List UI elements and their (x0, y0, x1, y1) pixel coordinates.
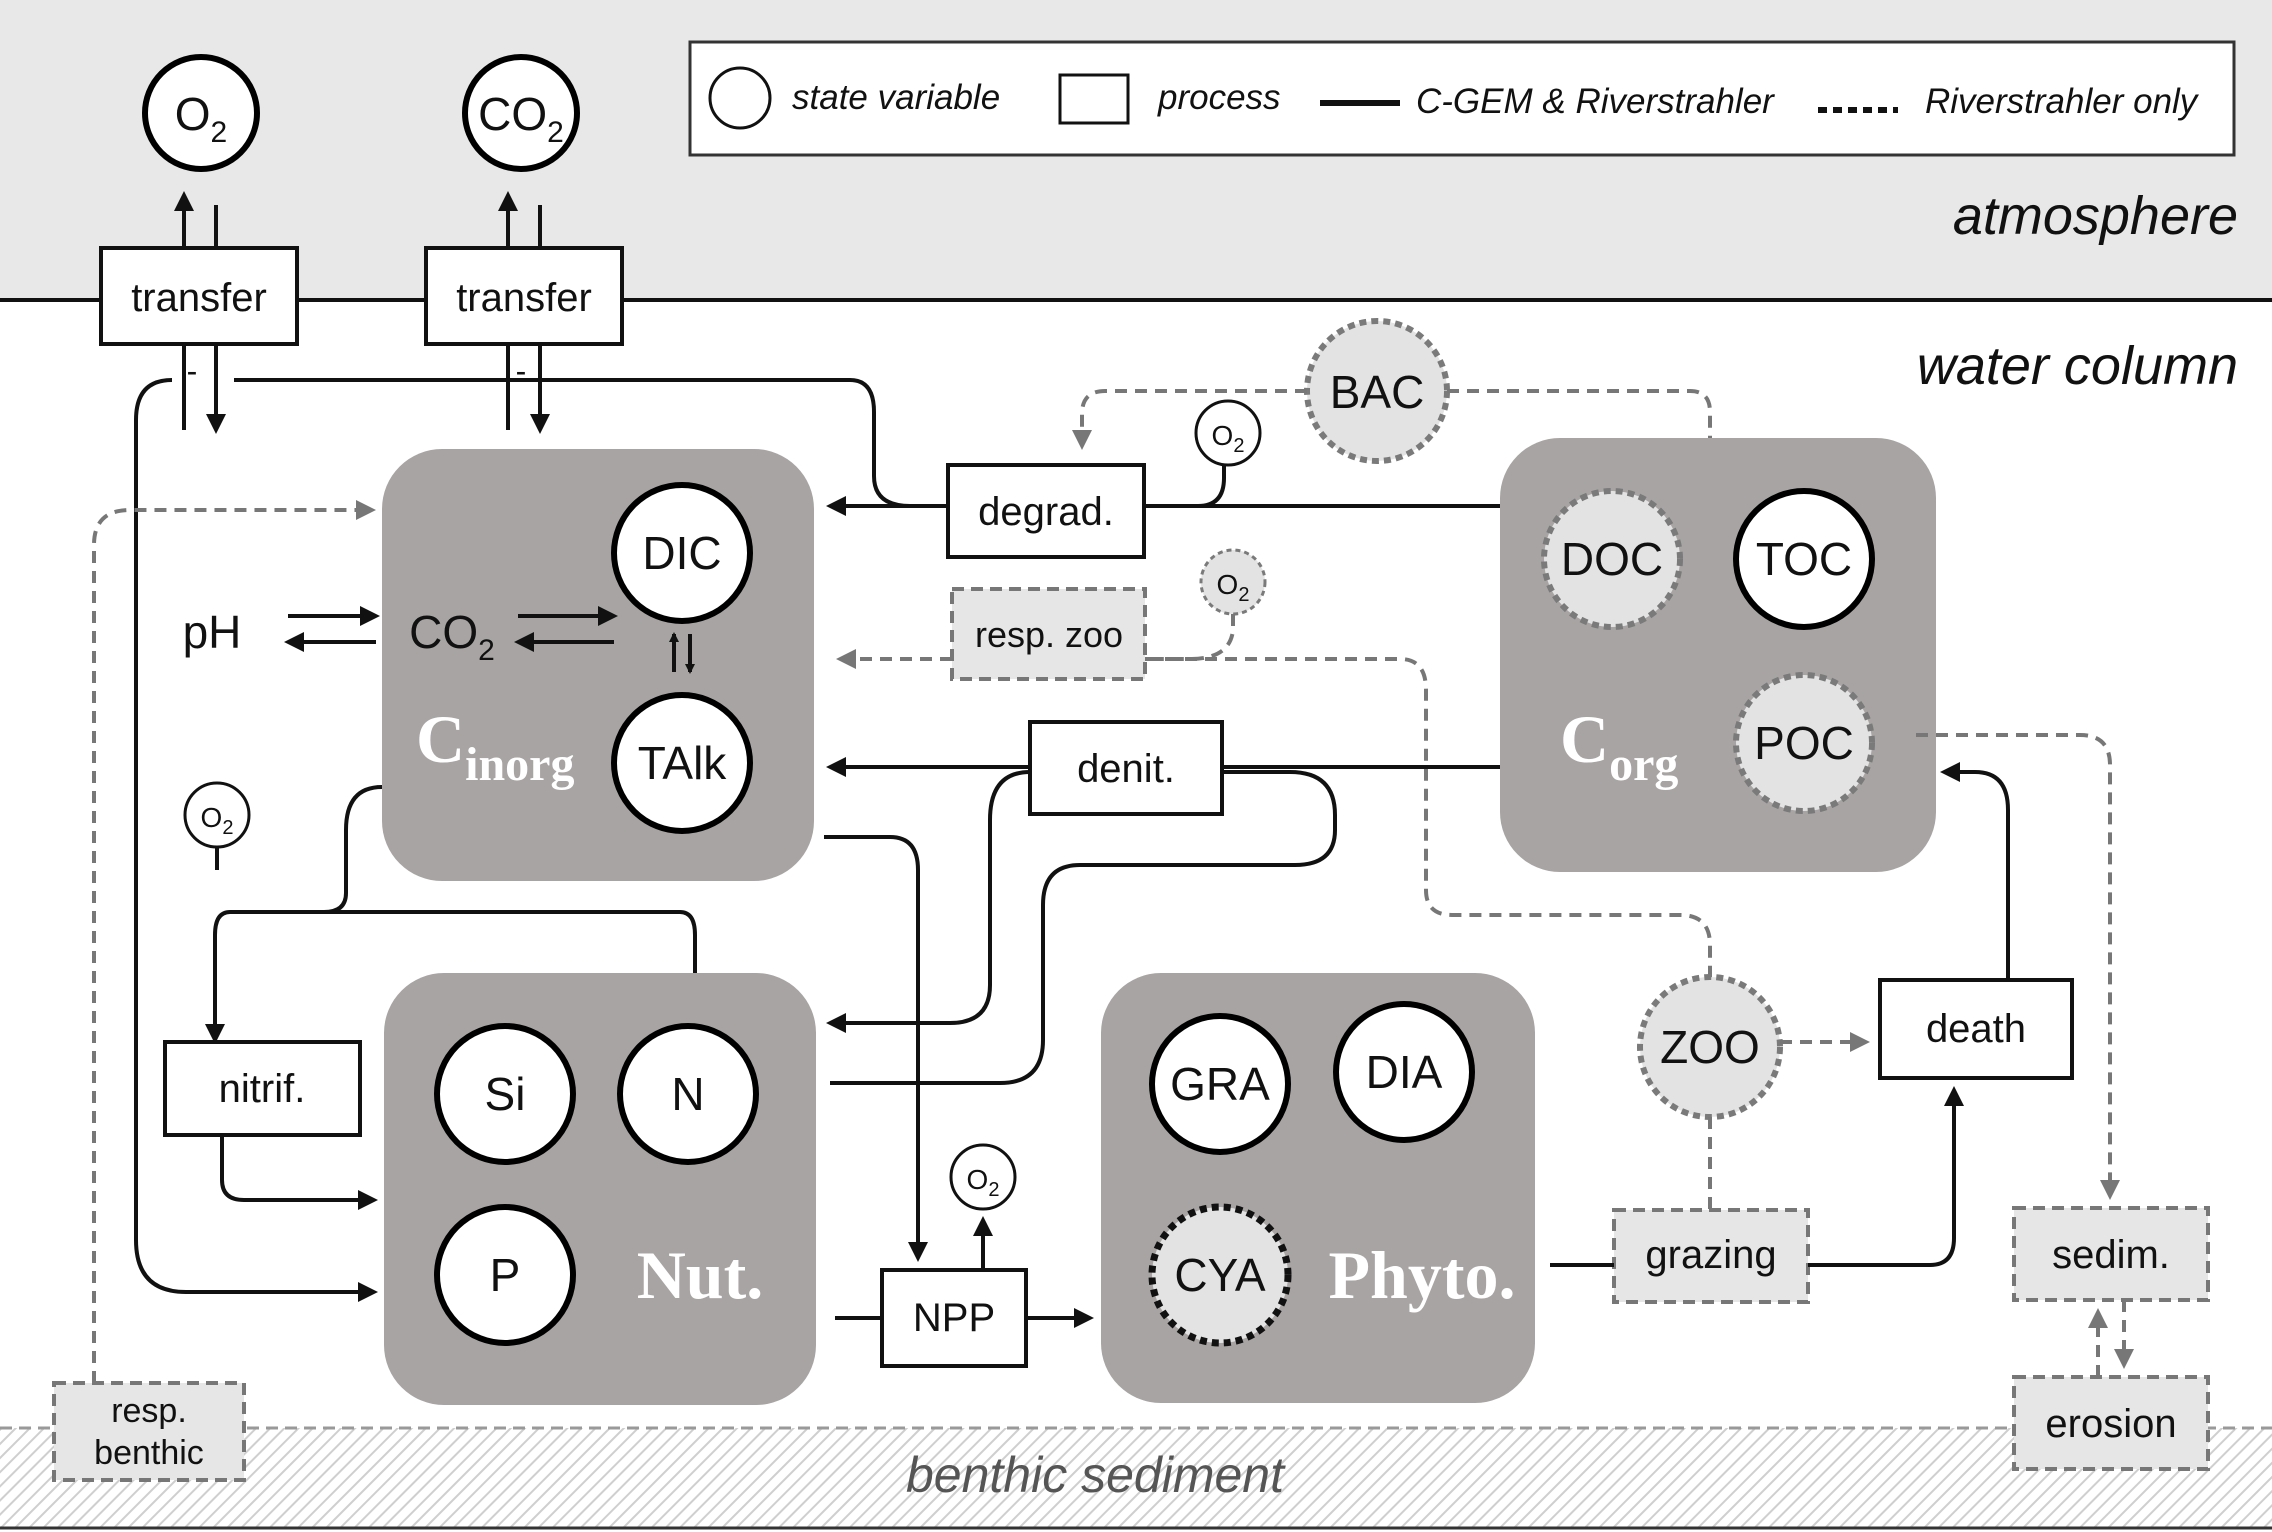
corg-group (1500, 438, 1936, 872)
grazing-process (1612, 1208, 1810, 1304)
phyto-group (1101, 973, 1535, 1403)
p-node (434, 1204, 576, 1346)
resp-benthic-process (52, 1381, 246, 1482)
co2-atmosphere-node (462, 54, 580, 172)
legend-circle-symbol (708, 66, 772, 130)
degrad-label: degrad. (978, 490, 1114, 534)
transfer-co2-label: transfer (456, 276, 592, 320)
nut-group (384, 973, 816, 1405)
legend-dashed-label: Riverstrahler only (1925, 82, 2200, 121)
n-node (617, 1023, 759, 1165)
degrad-process (946, 463, 1146, 559)
transfer-co2-process (424, 246, 624, 346)
legend-box-symbol (1058, 73, 1130, 125)
o2-atmosphere-node (142, 54, 260, 172)
cya-label: CYA (1174, 1249, 1265, 1301)
svg-text:O2: O2 (1212, 420, 1245, 457)
atmosphere-label: atmosphere (1953, 186, 2238, 246)
erosion-label: erosion (2045, 1402, 2176, 1446)
water-column-label: water column (1917, 336, 2238, 396)
talk-label: TAlk (638, 737, 728, 789)
erosion-process (2012, 1375, 2210, 1471)
npp-process (880, 1268, 1028, 1368)
transfer-co2-sign: - (516, 353, 527, 389)
bac-label: BAC (1330, 366, 1425, 418)
toc-node (1733, 488, 1875, 630)
sedim-process (2012, 1206, 2210, 1302)
o2-resp-zoo-marker (1199, 548, 1267, 616)
poc-label: POC (1754, 717, 1854, 769)
zoo-label: ZOO (1660, 1021, 1760, 1073)
gra-label: GRA (1170, 1058, 1270, 1110)
death-process (1878, 978, 2074, 1080)
ph-label: pH (183, 606, 242, 658)
death-label: death (1926, 1007, 2026, 1051)
doc-label: DOC (1561, 533, 1663, 585)
sedim-label: sedim. (2052, 1233, 2170, 1277)
benthic-sediment-label: benthic sediment (906, 1447, 1286, 1503)
toc-label: TOC (1756, 533, 1852, 585)
nut-group-label: Nut. (637, 1237, 764, 1313)
legend-process: process (1157, 78, 1281, 117)
doc-node (1541, 488, 1683, 630)
npp-label: NPP (913, 1296, 995, 1340)
transfer-o2-process (99, 246, 299, 346)
cinorg-group-label: Cinorg (416, 701, 574, 791)
o2-degrad-marker (1194, 399, 1262, 467)
resp-zoo-label: resp. zoo (975, 614, 1123, 655)
denit-process (1028, 720, 1224, 816)
resp-benthic-label-1: resp. (111, 1392, 187, 1430)
resp-benthic-label-2: benthic (94, 1434, 204, 1472)
legend-frame (688, 40, 2236, 157)
co2-atmosphere-label: CO2 (478, 88, 564, 149)
legend: state variable process C-GEM & Riverstra… (688, 40, 2236, 157)
svg-text:O2: O2 (1217, 569, 1250, 606)
p-label: P (490, 1249, 521, 1301)
dic-label: DIC (642, 527, 721, 579)
svg-text:O2: O2 (967, 1164, 1000, 1201)
dia-node (1333, 1001, 1475, 1143)
dia-label: DIA (1366, 1046, 1443, 1098)
si-node (434, 1023, 576, 1165)
cya-node (1148, 1203, 1292, 1347)
legend-state-variable: state variable (792, 78, 1000, 117)
o2-atmosphere-label: O2 (175, 88, 227, 149)
legend-solid-label: C-GEM & Riverstrahler (1416, 82, 1775, 121)
transfer-o2-sign: - (187, 353, 198, 389)
dic-node (611, 482, 753, 624)
nitrif-process (163, 1040, 362, 1137)
transfer-o2-label: transfer (131, 276, 267, 320)
nitrif-label: nitrif. (219, 1067, 306, 1111)
phyto-group-label: Phyto. (1329, 1237, 1516, 1313)
resp-zoo-process (950, 587, 1147, 681)
svg-text:O2: O2 (201, 802, 234, 839)
cinorg-group (382, 449, 814, 881)
co2-dissolved-label: CO2 (409, 606, 495, 667)
denit-label: denit. (1077, 747, 1175, 791)
corg-group-label: Corg (1560, 701, 1678, 791)
o2-npp-marker (949, 1143, 1017, 1211)
grazing-label: grazing (1645, 1233, 1776, 1277)
sediment-zone (0, 1428, 2272, 1528)
talk-node (611, 692, 753, 834)
si-label: Si (485, 1068, 526, 1120)
n-label: N (671, 1068, 704, 1120)
poc-node (1733, 672, 1875, 814)
gra-node (1149, 1013, 1291, 1155)
